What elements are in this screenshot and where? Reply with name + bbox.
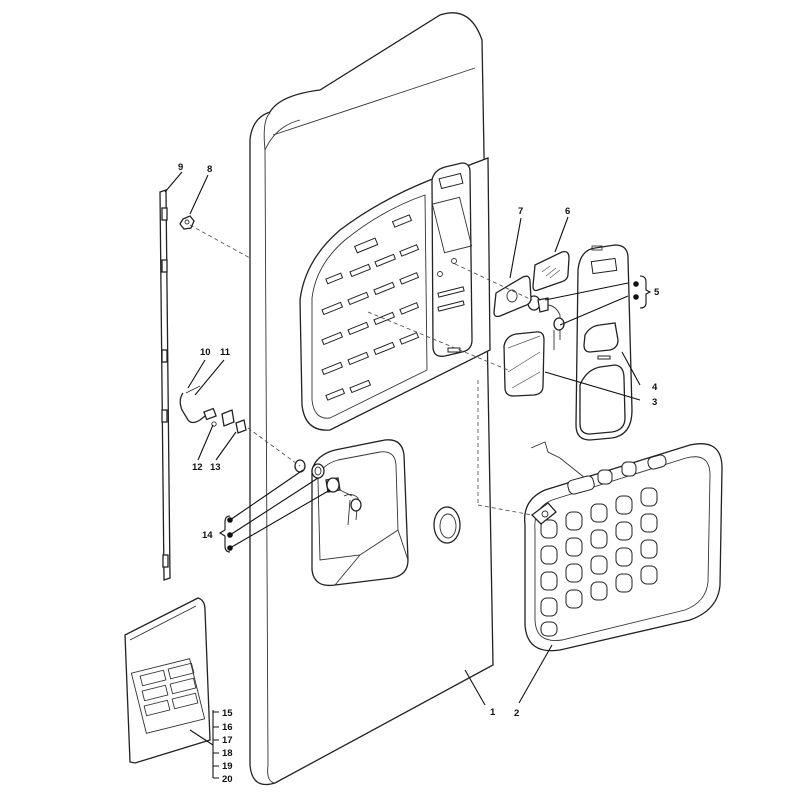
callout-1: 1: [490, 707, 496, 718]
assembly-lines: [189, 224, 533, 516]
nut: [179, 215, 195, 230]
callout-8: 8: [207, 164, 212, 175]
callout-6: 6: [565, 206, 570, 217]
callout-18: 18: [222, 748, 233, 759]
callout-9: 9: [178, 162, 183, 173]
hinge-strip: [159, 189, 171, 581]
callout-5: 5: [654, 287, 660, 298]
mesh-cells: [540, 454, 667, 637]
callout-4: 4: [652, 382, 658, 393]
lock-cylinder-set: [294, 459, 362, 526]
callout-13: 13: [210, 462, 221, 473]
rear-mesh-panel: [524, 441, 723, 652]
door-panel: [249, 12, 494, 786]
callout-2: 2: [514, 708, 519, 719]
latch-rod-assembly: [179, 385, 247, 434]
callout-11: 11: [220, 347, 231, 358]
callout-3: 3: [652, 397, 657, 408]
callout-14: 14: [202, 530, 213, 541]
callout-16: 16: [222, 722, 233, 733]
callout-19: 19: [222, 761, 233, 772]
callout-20: 20: [222, 774, 233, 785]
callout-12: 12: [192, 462, 203, 473]
callout-7: 7: [518, 206, 523, 217]
label-kit-bag: [124, 597, 211, 764]
callout-17: 17: [222, 735, 233, 746]
small-lock-set: [527, 295, 565, 350]
outer-side-panel: [575, 244, 633, 441]
leader-lines: [164, 171, 652, 779]
callout-10: 10: [200, 347, 211, 358]
vent-slots: [321, 214, 420, 401]
label-plates: [493, 250, 570, 397]
callout-15: 15: [222, 708, 233, 719]
callout-labels: 1 2 3 4 5 6 7 8 9 10 11 12 13 14 15 16 1…: [178, 162, 660, 785]
callout-markers: [227, 281, 639, 551]
